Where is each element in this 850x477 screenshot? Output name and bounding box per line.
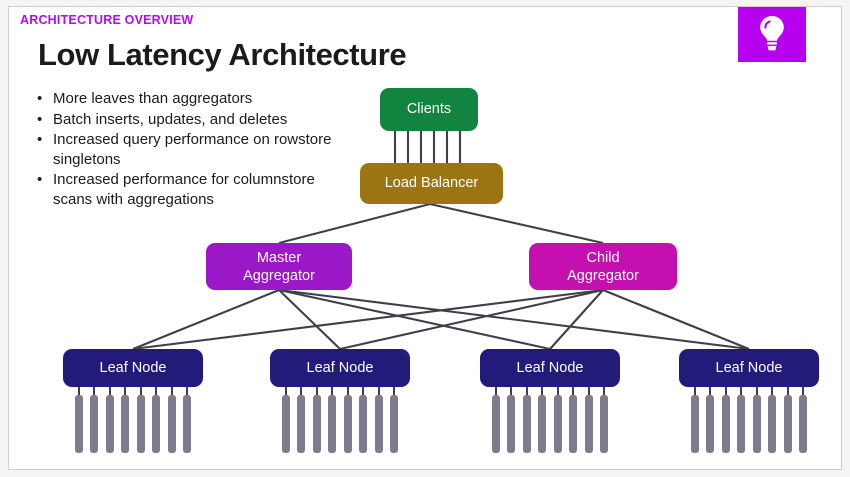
node-load-balancer[interactable]: Load Balancer bbox=[360, 163, 503, 204]
disk-bar bbox=[74, 395, 83, 453]
node-master-aggregator[interactable]: Master Aggregator bbox=[206, 243, 352, 290]
bullet-text: Increased query performance on rowstore … bbox=[53, 131, 332, 168]
disk-stem bbox=[315, 387, 318, 399]
disk-bar bbox=[328, 395, 337, 453]
slide-canvas: ARCHITECTURE OVERVIEW Low Latency Archit… bbox=[8, 6, 842, 470]
disk-stem bbox=[93, 387, 96, 399]
bullet-marker: • bbox=[37, 90, 43, 107]
disk-bar bbox=[690, 395, 699, 453]
disk-bar bbox=[136, 395, 145, 453]
list-item: • Batch inserts, updates, and deletes bbox=[31, 110, 341, 130]
disk-stem bbox=[186, 387, 189, 399]
disk-stem bbox=[525, 387, 528, 399]
lightbulb-icon bbox=[738, 7, 806, 62]
disk-stack-4 bbox=[679, 387, 819, 453]
disk-bar bbox=[90, 395, 99, 453]
disk-bar bbox=[167, 395, 176, 453]
disk-stem bbox=[556, 387, 559, 399]
disk-stack-3 bbox=[480, 387, 620, 453]
disk-bar bbox=[374, 395, 383, 453]
disk-stem bbox=[510, 387, 513, 399]
bullet-text: Batch inserts, updates, and deletes bbox=[53, 110, 288, 128]
bullet-text: More leaves than aggregators bbox=[53, 90, 253, 107]
disk-bar bbox=[783, 395, 792, 453]
disk-bar bbox=[121, 395, 130, 453]
disk-stem bbox=[377, 387, 380, 399]
disk-bar bbox=[569, 395, 578, 453]
disk-bar bbox=[105, 395, 114, 453]
disk-bar bbox=[584, 395, 593, 453]
disk-bar bbox=[343, 395, 352, 453]
node-leaf-4[interactable]: Leaf Node bbox=[679, 349, 819, 387]
architecture-diagram: Clients Load Balancer Master Aggregator … bbox=[9, 7, 841, 469]
node-clients[interactable]: Clients bbox=[380, 88, 478, 131]
disk-stem bbox=[494, 387, 497, 399]
disk-stem bbox=[155, 387, 158, 399]
bullet-marker: • bbox=[37, 131, 43, 148]
disk-stem bbox=[740, 387, 743, 399]
bullet-marker: • bbox=[37, 171, 43, 188]
disk-bar bbox=[553, 395, 562, 453]
node-label-line1: Child bbox=[586, 249, 620, 266]
disk-stem bbox=[170, 387, 173, 399]
slide-eyebrow-label: ARCHITECTURE OVERVIEW bbox=[20, 13, 194, 27]
disk-bar bbox=[706, 395, 715, 453]
disk-bar bbox=[600, 395, 609, 453]
disk-stem bbox=[124, 387, 127, 399]
disk-stem bbox=[139, 387, 142, 399]
disk-bar bbox=[721, 395, 730, 453]
disk-stem bbox=[77, 387, 80, 399]
bullet-list: • More leaves than aggregators • Batch i… bbox=[31, 89, 341, 210]
disk-bar bbox=[752, 395, 761, 453]
disk-stem bbox=[802, 387, 805, 399]
disk-stem bbox=[771, 387, 774, 399]
disk-stem bbox=[693, 387, 696, 399]
node-leaf-2[interactable]: Leaf Node bbox=[270, 349, 410, 387]
disk-bar bbox=[799, 395, 808, 453]
bullet-text: Increased performance for columnstore sc… bbox=[53, 171, 315, 208]
list-item: • Increased performance for columnstore … bbox=[31, 170, 341, 209]
disk-stem bbox=[724, 387, 727, 399]
disk-bar bbox=[768, 395, 777, 453]
disk-bar bbox=[491, 395, 500, 453]
disk-stem bbox=[572, 387, 575, 399]
disk-bar bbox=[359, 395, 368, 453]
disk-stem bbox=[331, 387, 334, 399]
disk-stem bbox=[786, 387, 789, 399]
disk-stem bbox=[284, 387, 287, 399]
disk-bar bbox=[507, 395, 516, 453]
disk-stem bbox=[587, 387, 590, 399]
list-item: • Increased query performance on rowstor… bbox=[31, 130, 341, 169]
disk-bar bbox=[522, 395, 531, 453]
node-label-line2: Aggregator bbox=[567, 267, 639, 284]
disk-bar bbox=[297, 395, 306, 453]
disk-stem bbox=[709, 387, 712, 399]
list-item: • More leaves than aggregators bbox=[31, 89, 341, 109]
node-child-aggregator[interactable]: Child Aggregator bbox=[529, 243, 677, 290]
disk-bar bbox=[390, 395, 399, 453]
page-title: Low Latency Architecture bbox=[38, 37, 407, 72]
node-leaf-1[interactable]: Leaf Node bbox=[63, 349, 203, 387]
disk-stem bbox=[755, 387, 758, 399]
node-label-line2: Aggregator bbox=[243, 267, 315, 284]
diagram-edges bbox=[132, 125, 750, 351]
disk-stem bbox=[300, 387, 303, 399]
disk-stem bbox=[362, 387, 365, 399]
disk-stem bbox=[346, 387, 349, 399]
disk-stem bbox=[108, 387, 111, 399]
disk-stem bbox=[603, 387, 606, 399]
disk-stack-1 bbox=[63, 387, 203, 453]
node-label-line1: Master bbox=[256, 249, 302, 266]
bullet-marker: • bbox=[37, 110, 43, 128]
disk-stem bbox=[393, 387, 396, 399]
disk-bar bbox=[538, 395, 547, 453]
disk-bar bbox=[312, 395, 321, 453]
node-leaf-3[interactable]: Leaf Node bbox=[480, 349, 620, 387]
disk-bar bbox=[737, 395, 746, 453]
disk-bar bbox=[281, 395, 290, 453]
disk-bar bbox=[152, 395, 161, 453]
disk-stack-2 bbox=[270, 387, 410, 453]
disk-bar bbox=[183, 395, 192, 453]
disk-stem bbox=[541, 387, 544, 399]
